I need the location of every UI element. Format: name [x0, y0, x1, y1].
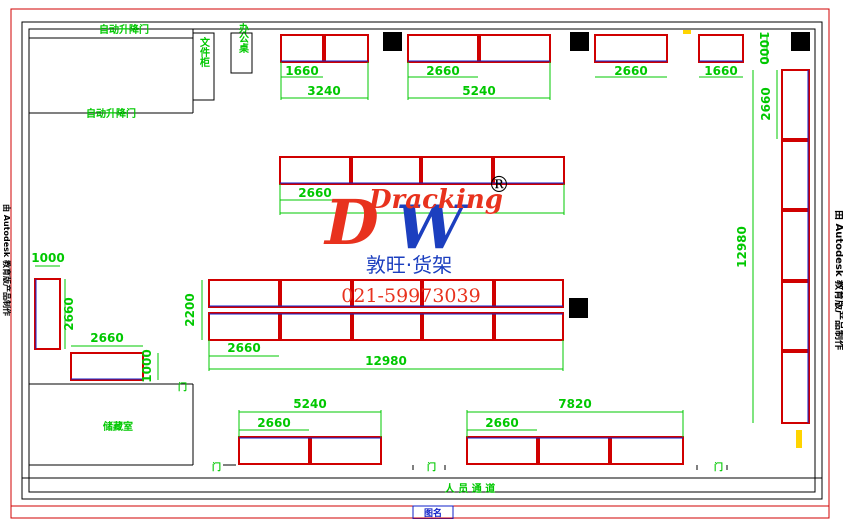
dim-1000-left: 1000 [31, 251, 64, 265]
office-desk-label: 办公桌 [237, 22, 250, 54]
dim-2660-left-v: 2660 [62, 297, 76, 330]
dim-2660-left-h: 2660 [90, 331, 123, 345]
logo-brand-text: Dracking [368, 185, 503, 215]
dim-1660-a: 1660 [285, 64, 318, 78]
dim-1000-left-b: 1000 [140, 349, 154, 382]
dim-5240-bot: 5240 [293, 397, 326, 411]
dim-7820-bot: 7820 [558, 397, 591, 411]
dim-2660-top2: 2660 [614, 64, 647, 78]
dim-2660-mid2: 2660 [227, 341, 260, 355]
logo-phone: 021-59973039 [341, 285, 480, 307]
watermark-logo: D W Dracking ® 敦旺·货架 021-59973039 [323, 173, 510, 307]
storage-room-label: 储藏室 [102, 420, 133, 433]
logo-d-letter: D [323, 186, 379, 259]
dimension-lines [35, 35, 778, 437]
marker-right [796, 430, 802, 448]
auto-door-top-label: 自动升降门 [99, 23, 149, 36]
dim-2660-bot2: 2660 [485, 416, 518, 430]
dim-5240-top: 5240 [462, 84, 495, 98]
left-rooms [29, 29, 253, 466]
shelf-group [34, 34, 810, 465]
logo-w-letter: W [396, 193, 469, 263]
dim-2660-mid: 2660 [298, 186, 331, 200]
drawing-frame [10, 8, 830, 519]
edge-text-left: 由 Autodesk 教育版产品制作 [2, 204, 12, 316]
door-label-1: 门 [178, 381, 187, 393]
dim-12980-right: 12980 [735, 226, 749, 268]
dim-12980-mid: 12980 [365, 354, 407, 368]
dim-2660-top: 2660 [426, 64, 459, 78]
door-label-3: 门 [427, 461, 436, 473]
dim-2660-bot1: 2660 [257, 416, 290, 430]
aisle-label: 人 员 通 道 [445, 482, 495, 495]
dim-2200: 2200 [183, 293, 197, 326]
dim-1660-b: 1660 [704, 64, 737, 78]
file-cabinet-label: 文件柜 [198, 36, 211, 68]
marker-top [683, 30, 691, 34]
edge-text-right: 由 Autodesk 教育版产品制作 [833, 210, 843, 350]
columns [383, 32, 810, 318]
drawing-title-label: 图名 [424, 507, 442, 519]
auto-door-mid-label: 自动升降门 [86, 107, 136, 120]
dim-1000-top: 1000 [757, 31, 771, 64]
title-box [412, 505, 454, 519]
door-label-4: 门 [714, 461, 723, 473]
door-marks [223, 464, 728, 470]
dim-3240: 3240 [307, 84, 340, 98]
registered-mark: ® [488, 173, 510, 198]
door-label-2: 门 [212, 461, 221, 473]
dim-2660-right: 2660 [759, 87, 773, 120]
shelf-blue-outlines [35, 60, 809, 439]
logo-company-name: 敦旺·货架 [366, 253, 452, 277]
